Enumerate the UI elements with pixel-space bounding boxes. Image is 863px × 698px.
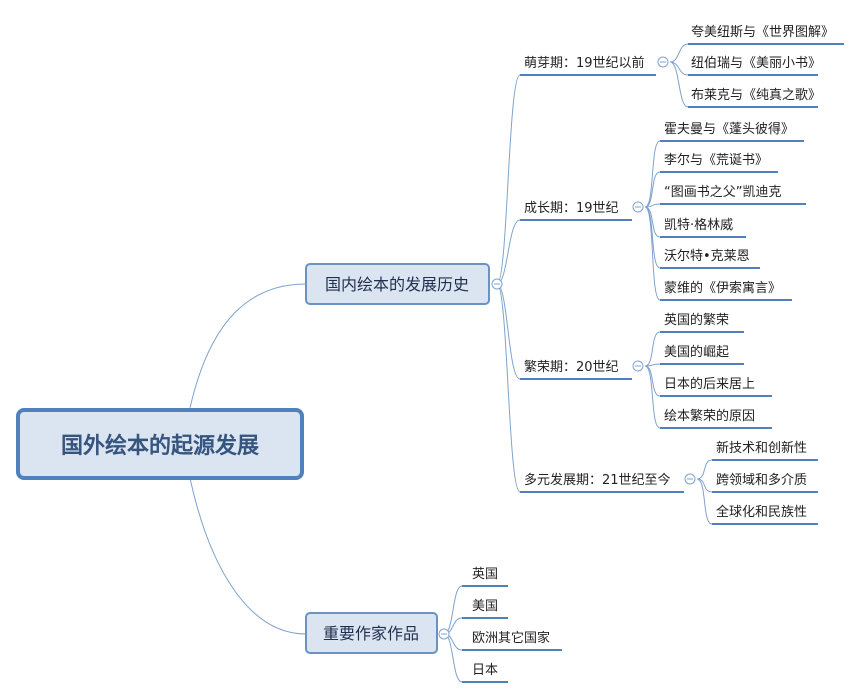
connector-history-to-prosper — [496, 283, 521, 380]
leaf-author-uk[interactable]: 英国 — [472, 567, 498, 582]
leaf-crane[interactable]: 沃尔特•克莱恩 — [664, 249, 750, 264]
connector-growth-children — [644, 140, 661, 301]
period-growth[interactable]: 成长期：19世纪 — [524, 201, 619, 216]
leaf-author-japan[interactable]: 日本 — [472, 663, 498, 678]
leaf-lear[interactable]: 李尔与《荒诞书》 — [664, 153, 768, 168]
period-diverse[interactable]: 多元发展期：21世纪至今 — [524, 472, 671, 488]
leaf-japan-rise[interactable]: 日本的后来居上 — [664, 376, 755, 392]
leaf-prosper-reasons[interactable]: 绘本繁荣的原因 — [664, 408, 755, 424]
leaf-author-europe[interactable]: 欧洲其它国家 — [472, 630, 550, 646]
collapse-minus-icon[interactable] — [684, 473, 696, 485]
connector-sprout-children — [669, 43, 689, 108]
connector-history-to-sprout — [496, 74, 521, 285]
branch-history-label: 国内绘本的发展历史 — [325, 275, 469, 294]
connector-authors-children — [443, 585, 463, 683]
root-title: 国外绘本的起源发展 — [61, 433, 259, 459]
connector-root-to-authors — [189, 477, 307, 635]
leaf-globalization[interactable]: 全球化和民族性 — [716, 504, 807, 520]
collapse-minus-icon[interactable] — [657, 56, 669, 68]
leaf-newbery[interactable]: 纽伯瑞与《美丽小书》 — [691, 56, 821, 71]
leaf-new-tech[interactable]: 新技术和创新性 — [716, 440, 807, 456]
leaf-uk-prosper[interactable]: 英国的繁荣 — [664, 312, 729, 328]
branch-history[interactable]: 国内绘本的发展历史 — [305, 263, 490, 305]
leaf-cross-domain[interactable]: 跨领域和多介质 — [716, 472, 807, 488]
leaf-greenaway[interactable]: 凯特·格林威 — [664, 217, 733, 233]
topic-underlines — [462, 43, 844, 683]
connector-prosper-children — [644, 331, 661, 429]
collapse-minus-icon[interactable] — [632, 360, 644, 372]
branch-authors-label: 重要作家作品 — [323, 624, 419, 643]
connector-root-to-history — [189, 283, 307, 409]
collapse-minus-icon[interactable] — [632, 201, 644, 213]
leaf-author-us[interactable]: 美国 — [472, 599, 498, 614]
collapse-minus-icon[interactable] — [438, 628, 450, 640]
branch-authors[interactable]: 重要作家作品 — [305, 612, 438, 654]
leaf-hoffmann[interactable]: 霍夫曼与《蓬头彼得》 — [664, 121, 794, 137]
connector-diverse-children — [696, 459, 713, 525]
connector-history-to-diverse — [496, 283, 521, 493]
period-sprout[interactable]: 萌芽期：19世纪以前 — [524, 55, 645, 71]
connectors — [189, 43, 713, 683]
leaf-caldecott[interactable]: “图画书之父”凯迪克 — [664, 185, 781, 200]
leaf-boutet[interactable]: 蒙维的《伊索寓言》 — [664, 280, 781, 296]
period-prosper[interactable]: 繁荣期：20世纪 — [524, 359, 619, 375]
collapse-minus-icon[interactable] — [491, 278, 503, 290]
root-node[interactable]: 国外绘本的起源发展 — [16, 408, 304, 480]
leaf-us-rise[interactable]: 美国的崛起 — [664, 344, 729, 360]
leaf-blake[interactable]: 布莱克与《纯真之歌》 — [691, 88, 821, 103]
leaf-comenius[interactable]: 夸美纽斯与《世界图解》 — [691, 25, 834, 40]
